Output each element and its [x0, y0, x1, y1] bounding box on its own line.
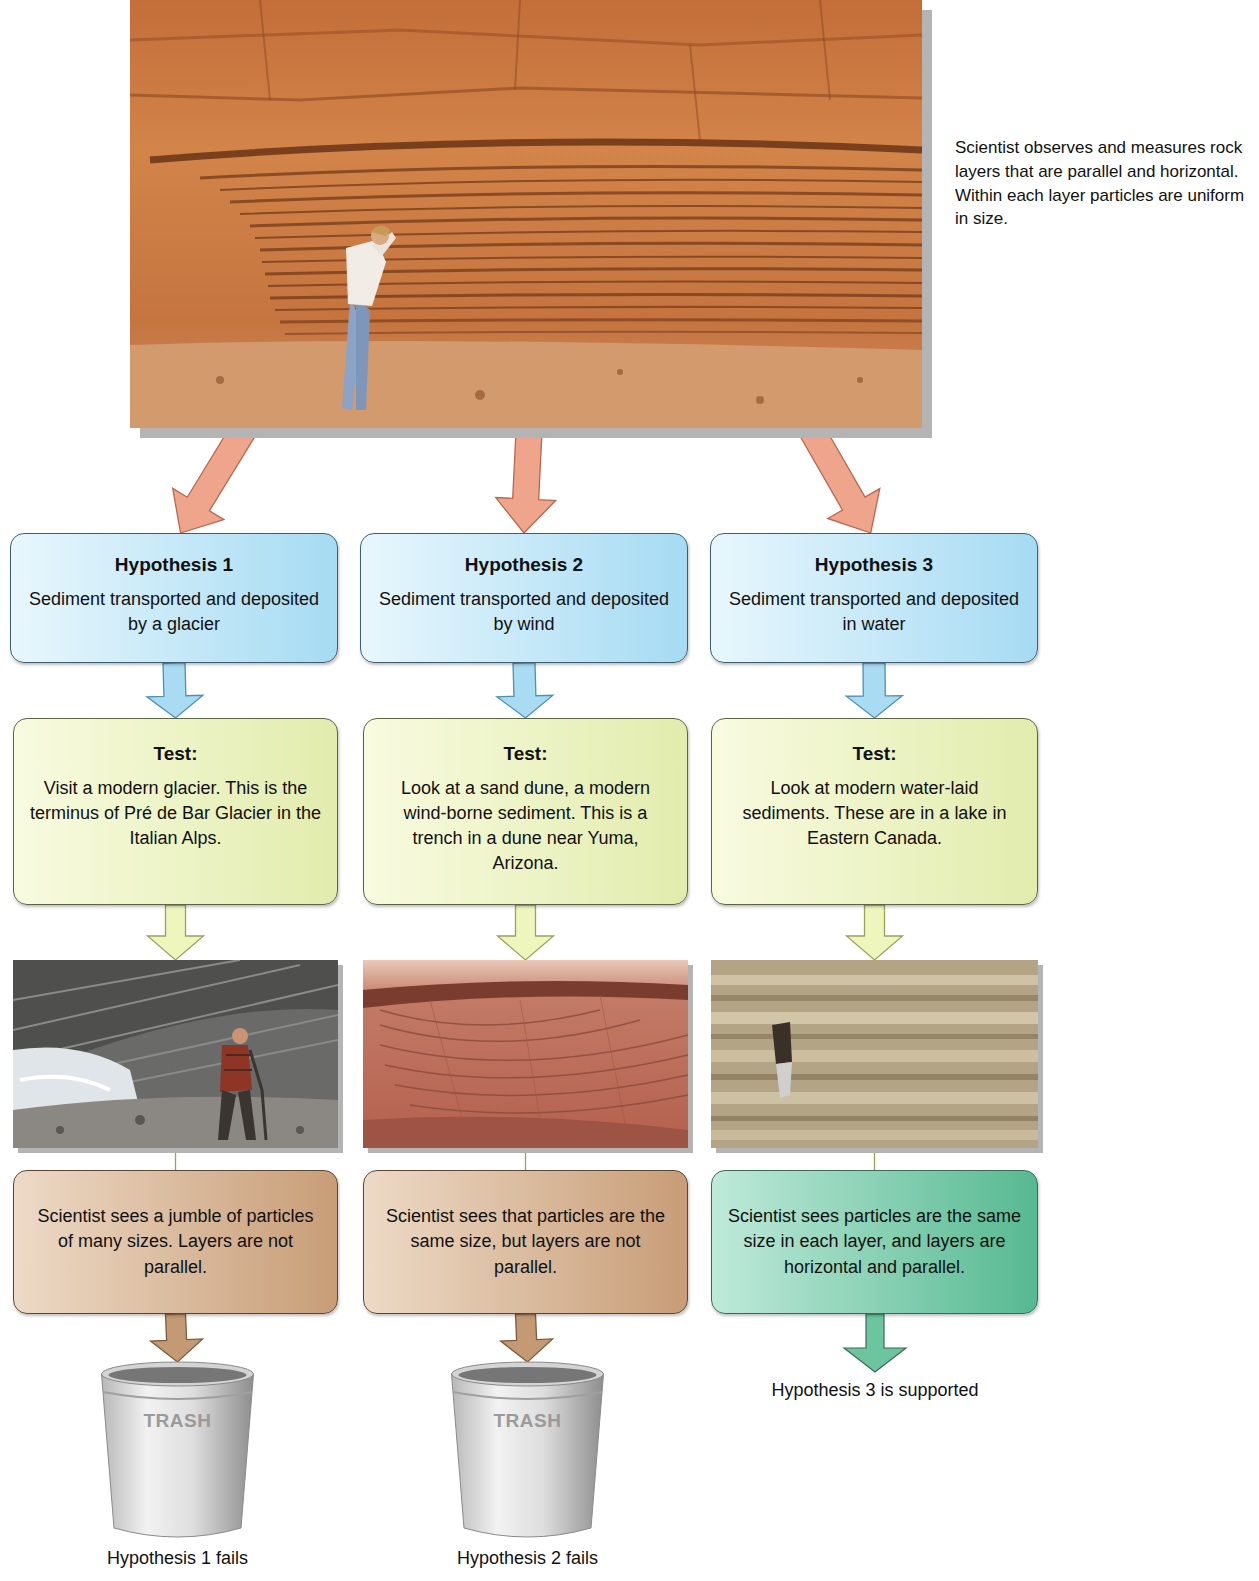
glacier-photo [13, 960, 343, 1153]
block-arrow [173, 421, 256, 533]
trash-can [102, 1362, 254, 1537]
block-arrow [847, 905, 903, 1170]
node-text: Hypothesis 2 fails [457, 1548, 598, 1569]
result-box: Scientist sees a jumble of particles of … [13, 1170, 338, 1314]
node-heading: Scientist observes and measures rock lay… [955, 136, 1253, 231]
trash-can [452, 1362, 604, 1537]
node-text: Sediment transported and deposited in wa… [725, 587, 1023, 637]
test-box: Test: Look at a sand dune, a modern wind-… [363, 718, 688, 905]
node-heading: Scientist sees a jumble of particles of … [28, 1204, 323, 1280]
hypothesis-box: Hypothesis 1 Sediment transported and dep… [10, 533, 338, 663]
node-heading: Hypothesis 1 [115, 552, 233, 579]
node-heading: Scientist sees that particles are the sa… [378, 1204, 673, 1280]
block-arrow [497, 663, 553, 718]
block-arrow [799, 422, 880, 533]
node-heading: TRASH [450, 1362, 605, 1432]
block-arrow [846, 663, 902, 718]
node-text: Look at modern water-laid sediments. The… [726, 776, 1023, 852]
result-box: Scientist sees that particles are the sa… [363, 1170, 688, 1314]
lake-sediment-photo [711, 960, 1043, 1153]
trash-can-node: TRASHHypothesis 2 fails [450, 1362, 605, 1540]
result-arrow [844, 1314, 906, 1372]
block-arrow [501, 1314, 553, 1362]
photo-panel: Scientist observes and measures rock lay… [130, 0, 922, 428]
test-box: Test: Visit a modern glacier. This is the… [13, 718, 338, 905]
node-text: Hypothesis 1 fails [107, 1548, 248, 1569]
test-box: Test: Look at modern water-laid sediments… [711, 718, 1038, 905]
node-text: Sediment transported and deposited by a … [25, 587, 323, 637]
hypothesis-box: Hypothesis 3 Sediment transported and dep… [710, 533, 1038, 663]
node-heading: TRASH [100, 1362, 255, 1432]
trash-can-node: TRASHHypothesis 1 fails [100, 1362, 255, 1540]
node-heading: Hypothesis 2 [465, 552, 583, 579]
block-arrow [498, 905, 554, 1170]
block-arrow [151, 1314, 203, 1362]
hypothesis-box: Hypothesis 2 Sediment transported and dep… [360, 533, 688, 663]
node-heading: Test: [853, 741, 897, 768]
node-text: Sediment transported and deposited by wi… [375, 587, 673, 637]
block-arrow [147, 663, 203, 718]
block-arrow [496, 427, 556, 533]
node-text: Visit a modern glacier. This is the term… [28, 776, 323, 852]
block-arrow [148, 905, 204, 1170]
node-heading: Scientist sees particles are the same si… [726, 1204, 1023, 1280]
rock-photo [130, 0, 932, 438]
node-heading: Hypothesis 3 [815, 552, 933, 579]
result-box: Scientist sees particles are the same si… [711, 1170, 1038, 1314]
dune-photo [363, 960, 693, 1153]
node-heading: Test: [154, 741, 198, 768]
node-text: Look at a sand dune, a modern wind-borne… [378, 776, 673, 877]
node-heading: Test: [504, 741, 548, 768]
note-label: Hypothesis 3 is supported [710, 1380, 1040, 1401]
